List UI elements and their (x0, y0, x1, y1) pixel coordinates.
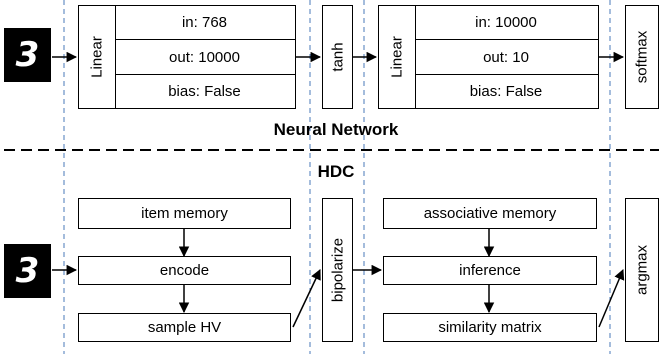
linear-layer-1: Linear in: 768 out: 10000 bias: False (78, 5, 296, 109)
linear-1-in: in: 768 (181, 14, 228, 31)
linear-1-out: out: 10000 (169, 48, 240, 66)
bipolarize-box: bipolarize (322, 198, 353, 342)
linear-2-label: Linear (388, 35, 406, 78)
linear-1-label: Linear (88, 35, 106, 78)
softmax-output: softmax (625, 5, 659, 109)
inference-box: inference (383, 256, 597, 285)
hdc-section-title: HDC (317, 162, 355, 181)
column-guides (63, 0, 611, 354)
item-memory-box: item memory (78, 198, 291, 229)
associative-memory-box: associative memory (383, 198, 597, 229)
input-digit-image: 3 (4, 28, 51, 82)
linear-layer-2: Linear in: 10000 out: 10 bias: False (378, 5, 599, 109)
encode-box: encode (78, 256, 291, 285)
hdc-input-digit-image: 3 (4, 244, 51, 298)
hdc-arrows (52, 229, 625, 328)
linear-2-bias: bias: False (469, 83, 543, 100)
tanh-activation: tanh (322, 5, 353, 109)
argmax-output: argmax (625, 198, 659, 342)
similarity-matrix-box: similarity matrix (383, 313, 597, 342)
linear-1-bias: bias: False (168, 83, 241, 100)
sample-hv-box: sample HV (78, 313, 291, 342)
nn-section-title: Neural Network (273, 120, 399, 139)
linear-2-in: in: 10000 (475, 14, 537, 31)
linear-2-out: out: 10 (483, 48, 529, 66)
